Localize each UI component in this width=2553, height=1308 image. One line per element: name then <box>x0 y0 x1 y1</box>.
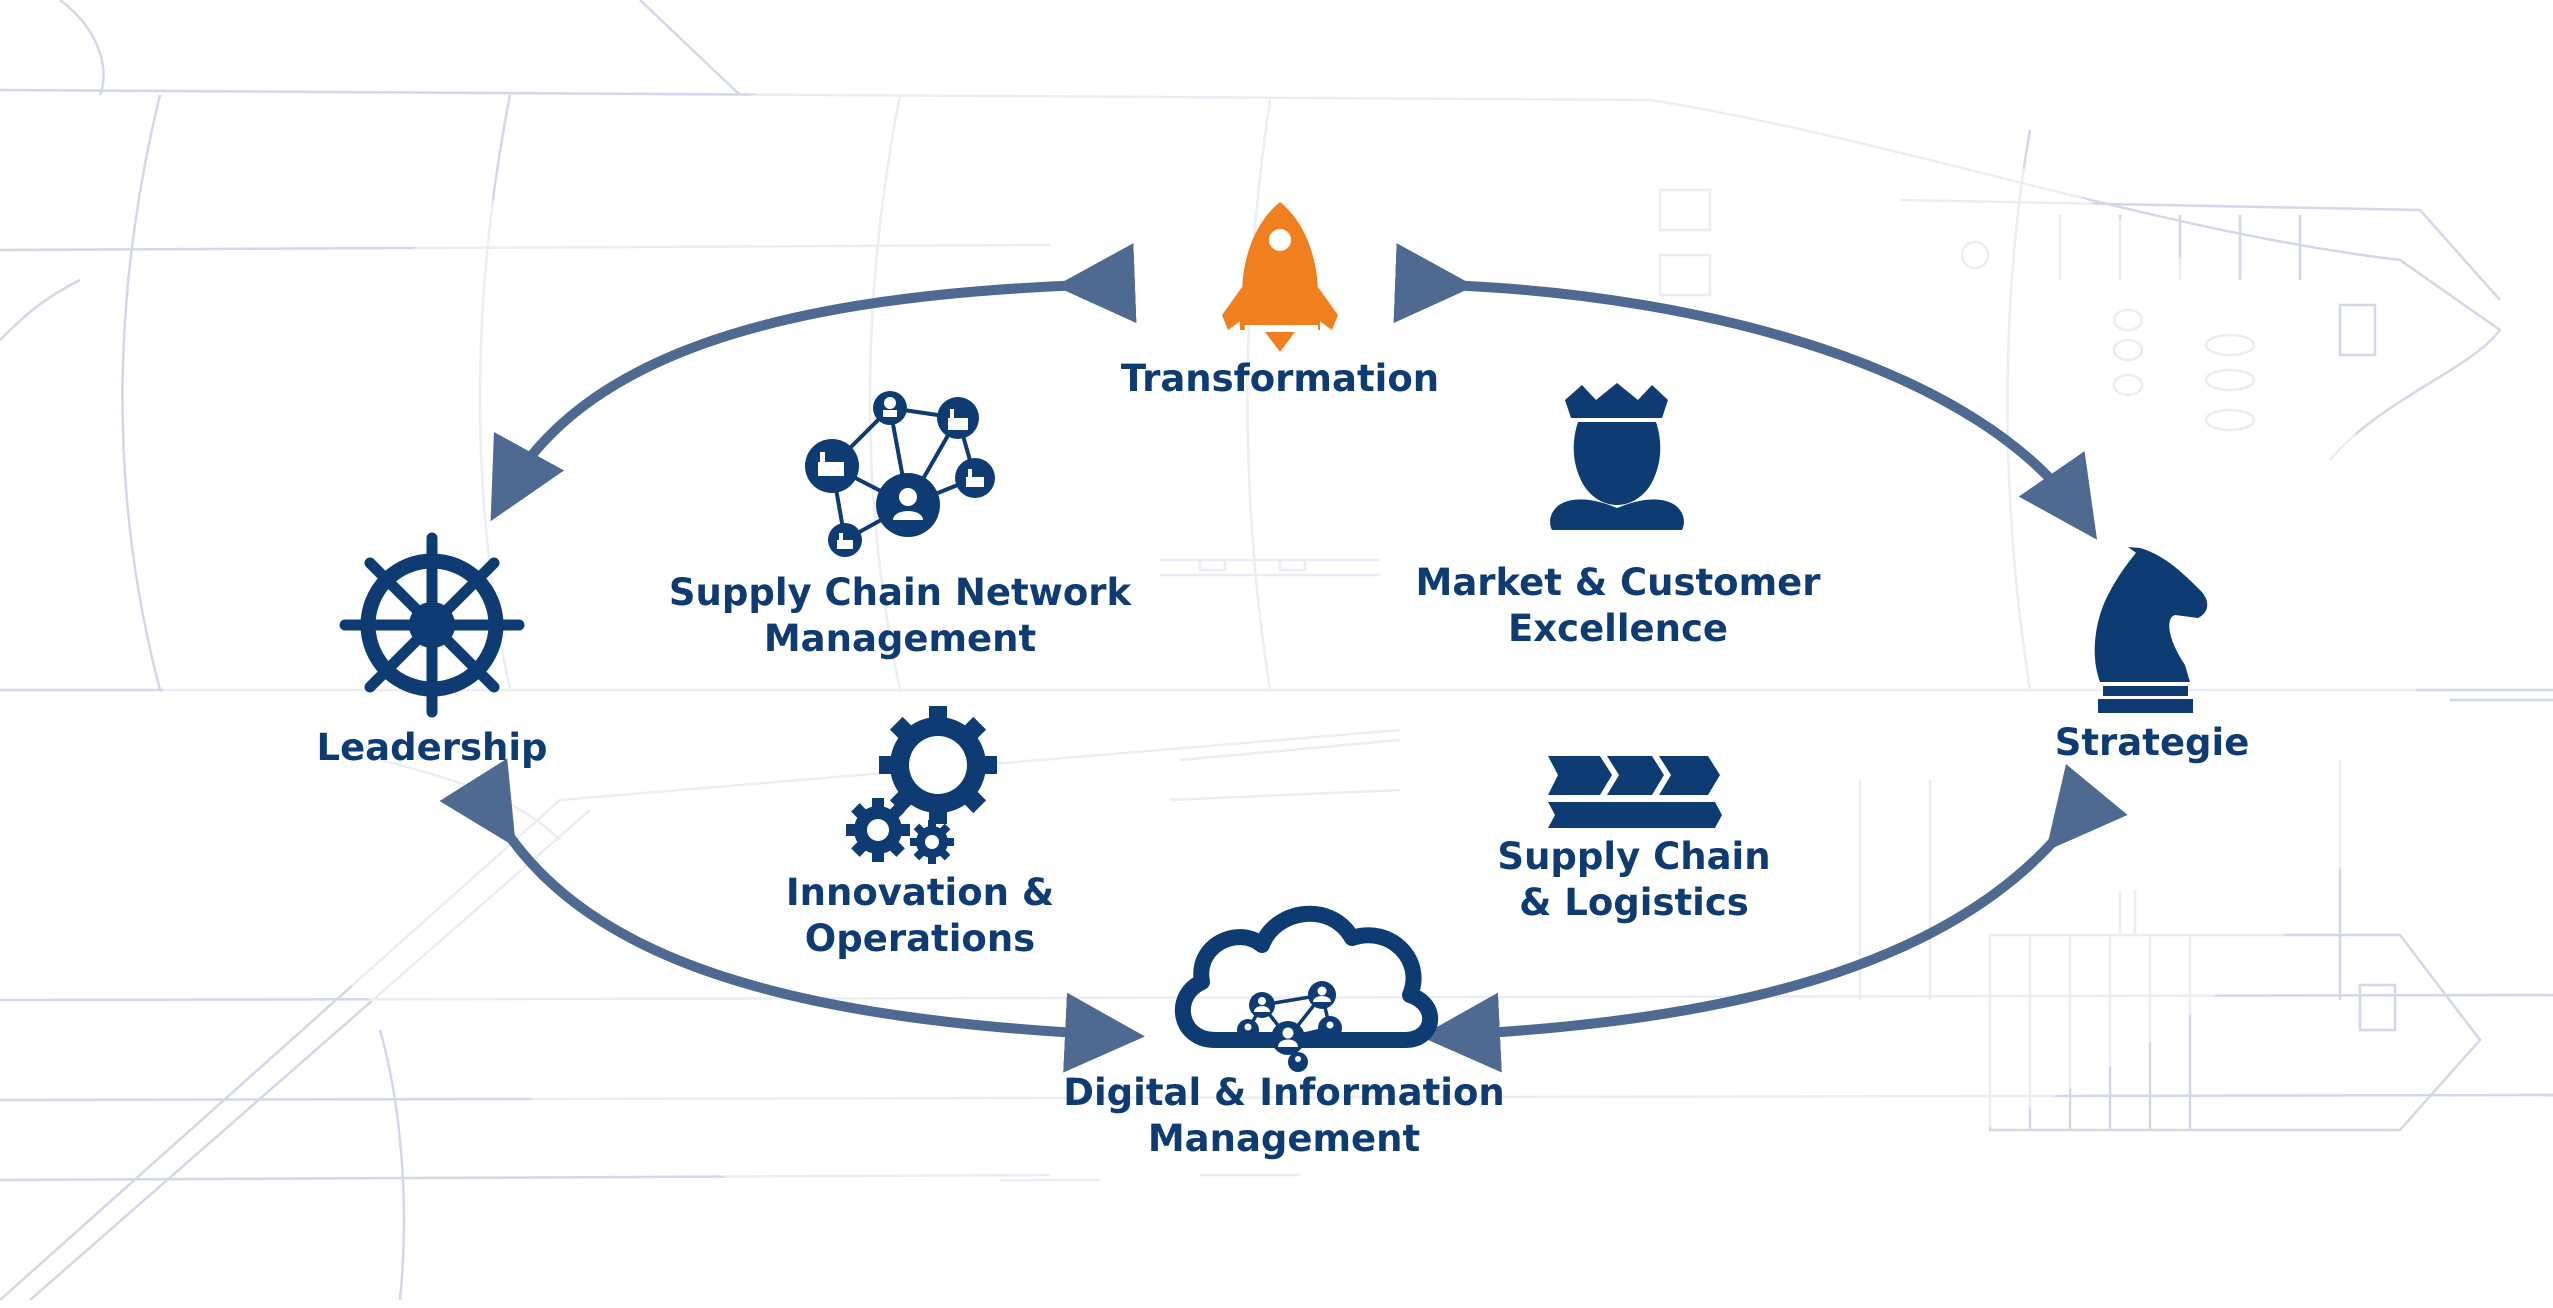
arrow-transformation-strategie <box>1393 243 2098 540</box>
arrow-leadership-digital <box>439 758 1145 1073</box>
label-digital-information-management: Digital & Information Management <box>1063 1070 1504 1162</box>
arrow-transformation-leadership <box>490 243 1137 522</box>
label-innovation-operations: Innovation & Operations <box>786 870 1054 962</box>
label-market-line1: Market & Customer <box>1415 561 1821 604</box>
label-innovation-line2: Operations <box>804 917 1036 960</box>
label-strategie-line1: Strategie <box>2054 721 2250 764</box>
label-market-customer-excellence: Market & Customer Excellence <box>1416 560 1821 652</box>
label-digital-line1: Digital & Information <box>1063 1071 1505 1114</box>
label-leadership: Leadership <box>317 725 548 771</box>
arrow-strategie-digital <box>1420 763 2128 1073</box>
ship-wheel-icon <box>339 532 525 718</box>
chess-knight-icon <box>2094 547 2208 713</box>
label-transformation: Transformation <box>1121 356 1439 402</box>
label-scnm-line2: Management <box>763 617 1037 660</box>
label-scnm-line1: Supply Chain Network <box>668 571 1132 614</box>
gears-icon <box>846 706 997 864</box>
label-strategie: Strategie <box>2055 720 2250 766</box>
label-transformation-line1: Transformation <box>1120 357 1440 400</box>
label-market-line2: Excellence <box>1507 607 1728 650</box>
cloud-network-icon <box>1174 905 1438 1072</box>
label-innovation-line1: Innovation & <box>785 871 1055 914</box>
label-leadership-line1: Leadership <box>316 726 548 769</box>
chevron-process-icon <box>1548 756 1722 828</box>
label-logistics-line1: Supply Chain <box>1497 835 1771 878</box>
label-digital-line2: Management <box>1147 1117 1421 1160</box>
label-logistics-line2: & Logistics <box>1519 881 1749 924</box>
network-factory-icon <box>805 391 995 557</box>
label-supply-chain-network-management: Supply Chain Network Management <box>669 570 1131 662</box>
rocket-icon <box>1222 202 1338 352</box>
crowned-person-icon <box>1550 383 1684 530</box>
label-supply-chain-logistics: Supply Chain & Logistics <box>1497 834 1770 926</box>
